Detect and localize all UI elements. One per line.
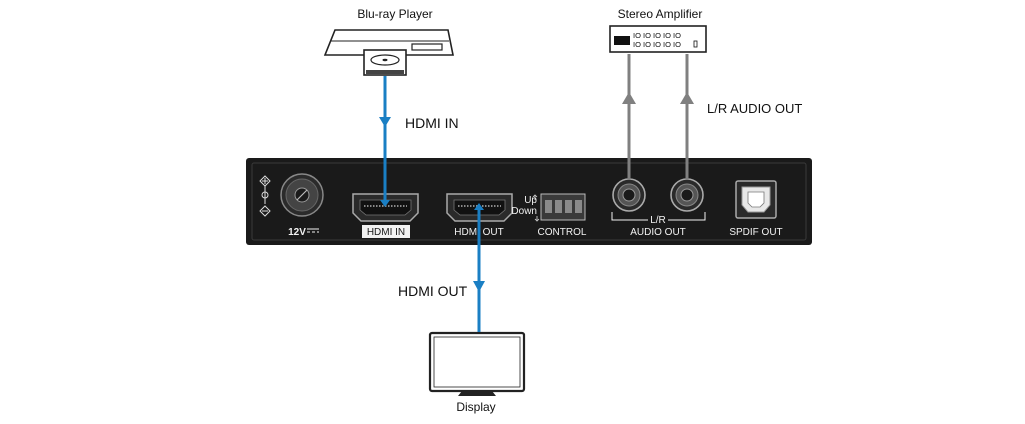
switch-up-label: Up [524,195,537,206]
hdmi-out-cable-label: HDMI OUT [398,283,468,299]
hdmi-out-cable [473,203,485,332]
amplifier-row-2: IO IO IO IO IO [633,40,681,49]
amplifier-row-1: IO IO IO IO IO [633,31,681,40]
power-jack: 12V [280,173,324,238]
audio-out-ports: L/R AUDIO OUT [611,178,706,238]
stereo-amplifier-label: Stereo Amplifier [618,7,703,21]
audio-cable-left [622,54,636,180]
blu-ray-player-label: Blu-ray Player [357,7,432,21]
hdmi-in-cable-label: HDMI IN [405,115,459,131]
spdif-out-label: SPDIF OUT [729,227,782,238]
switch-down-label: Down [511,206,537,217]
control-label: CONTROL [538,227,587,238]
display-device: Display [428,331,526,414]
hdmi-in-port-label: HDMI IN [367,227,405,238]
audio-out-port-label: AUDIO OUT [630,227,686,238]
blu-ray-player: Blu-ray Player [323,7,454,76]
control-switch: Up Down CONTROL [511,193,587,238]
hdmi-in-cable [379,76,391,207]
display-label: Display [456,400,495,414]
lr-label: L/R [650,215,666,226]
hdmi-in-port: HDMI IN [352,193,419,238]
power-label: 12V [288,227,306,238]
device-rear-panel: 12V HDMI IN HDMI OUT Up Down [246,158,812,245]
polarity-icon [259,175,271,217]
audio-cable-right [680,54,694,180]
audio-cable-label: L/R AUDIO OUT [707,101,802,116]
stereo-amplifier: Stereo Amplifier IO IO IO IO IO IO IO IO… [609,7,707,53]
spdif-port: SPDIF OUT [729,180,783,238]
